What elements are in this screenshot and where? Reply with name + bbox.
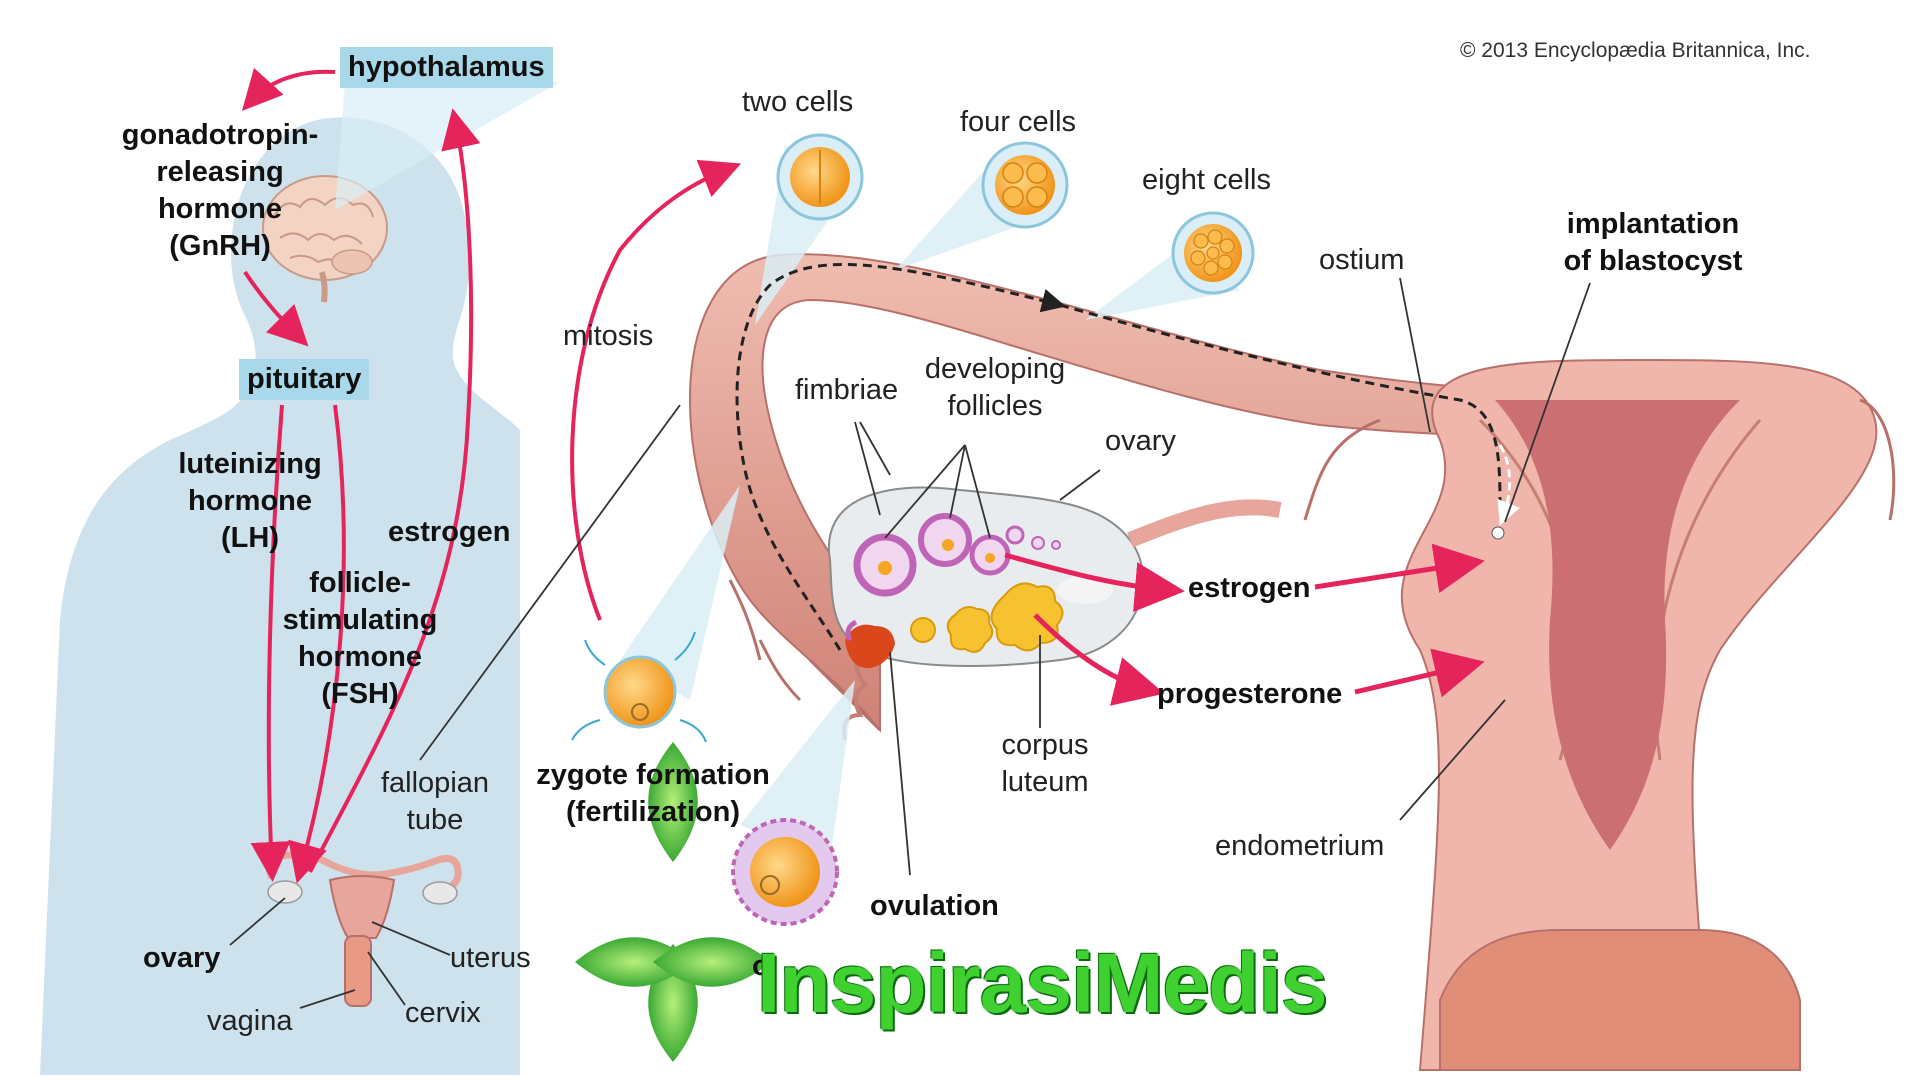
- ovulation-site: [845, 619, 895, 669]
- implantation-line: of blastocyst: [1563, 245, 1743, 278]
- fsh-line: (FSH): [321, 678, 399, 711]
- ovulation-label: ovulation: [870, 890, 999, 922]
- corpus-luteum-label: corpus luteum: [980, 727, 1110, 801]
- four-cells-label: four cells: [960, 106, 1077, 138]
- corpus-luteum-line: luteum: [1001, 766, 1089, 799]
- lh-line: (LH): [221, 522, 279, 555]
- fsh-line: follicle-: [309, 567, 411, 599]
- mitosis-label: mitosis: [563, 320, 654, 352]
- progesterone-label: progesterone: [1157, 678, 1343, 710]
- brain-illustration: [262, 175, 388, 303]
- pituitary-label: pituitary: [239, 359, 370, 401]
- fimbriae-label: fimbriae: [795, 374, 899, 406]
- body-silhouette: [40, 117, 520, 1076]
- cervix-label: cervix: [405, 997, 481, 1029]
- gnrh-line: gonadotropin-: [121, 119, 319, 151]
- oocyte-partial-label: o: [752, 950, 770, 982]
- fallopian-tube-label: fallopian tube: [365, 765, 505, 839]
- vagina-label: vagina: [207, 1005, 293, 1037]
- oocyte-illustration: [731, 818, 839, 926]
- endometrium-label: endometrium: [1215, 830, 1385, 862]
- zygote-line: (fertilization): [566, 796, 740, 829]
- corpus-luteum: [910, 576, 1113, 653]
- gnrh-label: gonadotropin- releasing hormone (GnRH): [70, 117, 370, 265]
- estrogen-label-right: estrogen: [1188, 572, 1311, 604]
- lh-line: hormone: [187, 485, 313, 518]
- uterus-illustration: [1303, 359, 1896, 1071]
- lh-line: luteinizing: [178, 448, 322, 480]
- gnrh-line: hormone: [157, 193, 283, 226]
- corpus-luteum-line: corpus: [1001, 729, 1089, 761]
- ovary-label-right: ovary: [1105, 425, 1176, 457]
- developing-follicles-label: developing follicles: [905, 351, 1085, 425]
- lh-label: luteinizing hormone (LH): [150, 446, 350, 557]
- four-cell-embryo: [981, 141, 1069, 229]
- developing-follicles-line: follicles: [947, 390, 1043, 423]
- implantation-label: implantation of blastocyst: [1548, 206, 1758, 280]
- implantation-line: implantation: [1566, 208, 1740, 240]
- egg-travel-path: [735, 263, 1520, 651]
- zygote-line: zygote formation: [536, 759, 770, 791]
- ovary-label-left: ovary: [143, 942, 221, 974]
- fsh-line: stimulating: [282, 604, 438, 637]
- label-leader-lines: [229, 277, 1591, 1009]
- fsh-line: hormone: [297, 641, 423, 674]
- hormone-arrows: [241, 67, 1485, 884]
- ostium-label: ostium: [1319, 244, 1405, 276]
- developing-follicles-line: developing: [924, 353, 1066, 385]
- fallopian-tube-line: fallopian: [380, 767, 490, 799]
- eight-cell-embryo: [1171, 211, 1255, 295]
- watermark-logo-icon: [575, 742, 771, 1062]
- hypothalamus-label: hypothalamus: [340, 47, 553, 89]
- gnrh-line: releasing: [156, 156, 284, 189]
- eight-cells-label: eight cells: [1142, 164, 1271, 196]
- gnrh-line: (GnRH): [169, 230, 271, 263]
- fsh-label: follicle- stimulating hormone (FSH): [260, 565, 460, 713]
- fallopian-tube-line: tube: [406, 804, 464, 837]
- two-cells-label: two cells: [742, 86, 854, 118]
- zygote-illustration: [571, 631, 707, 743]
- estrogen-label-left: estrogen: [388, 516, 511, 548]
- zygote-formation-label: zygote formation (fertilization): [518, 757, 788, 831]
- copyright-text: © 2013 Encyclopædia Britannica, Inc.: [1460, 39, 1811, 62]
- uterus-label: uterus: [450, 942, 531, 974]
- watermark-text: InspirasiMedis: [757, 936, 1328, 1030]
- two-cell-embryo: [776, 133, 864, 221]
